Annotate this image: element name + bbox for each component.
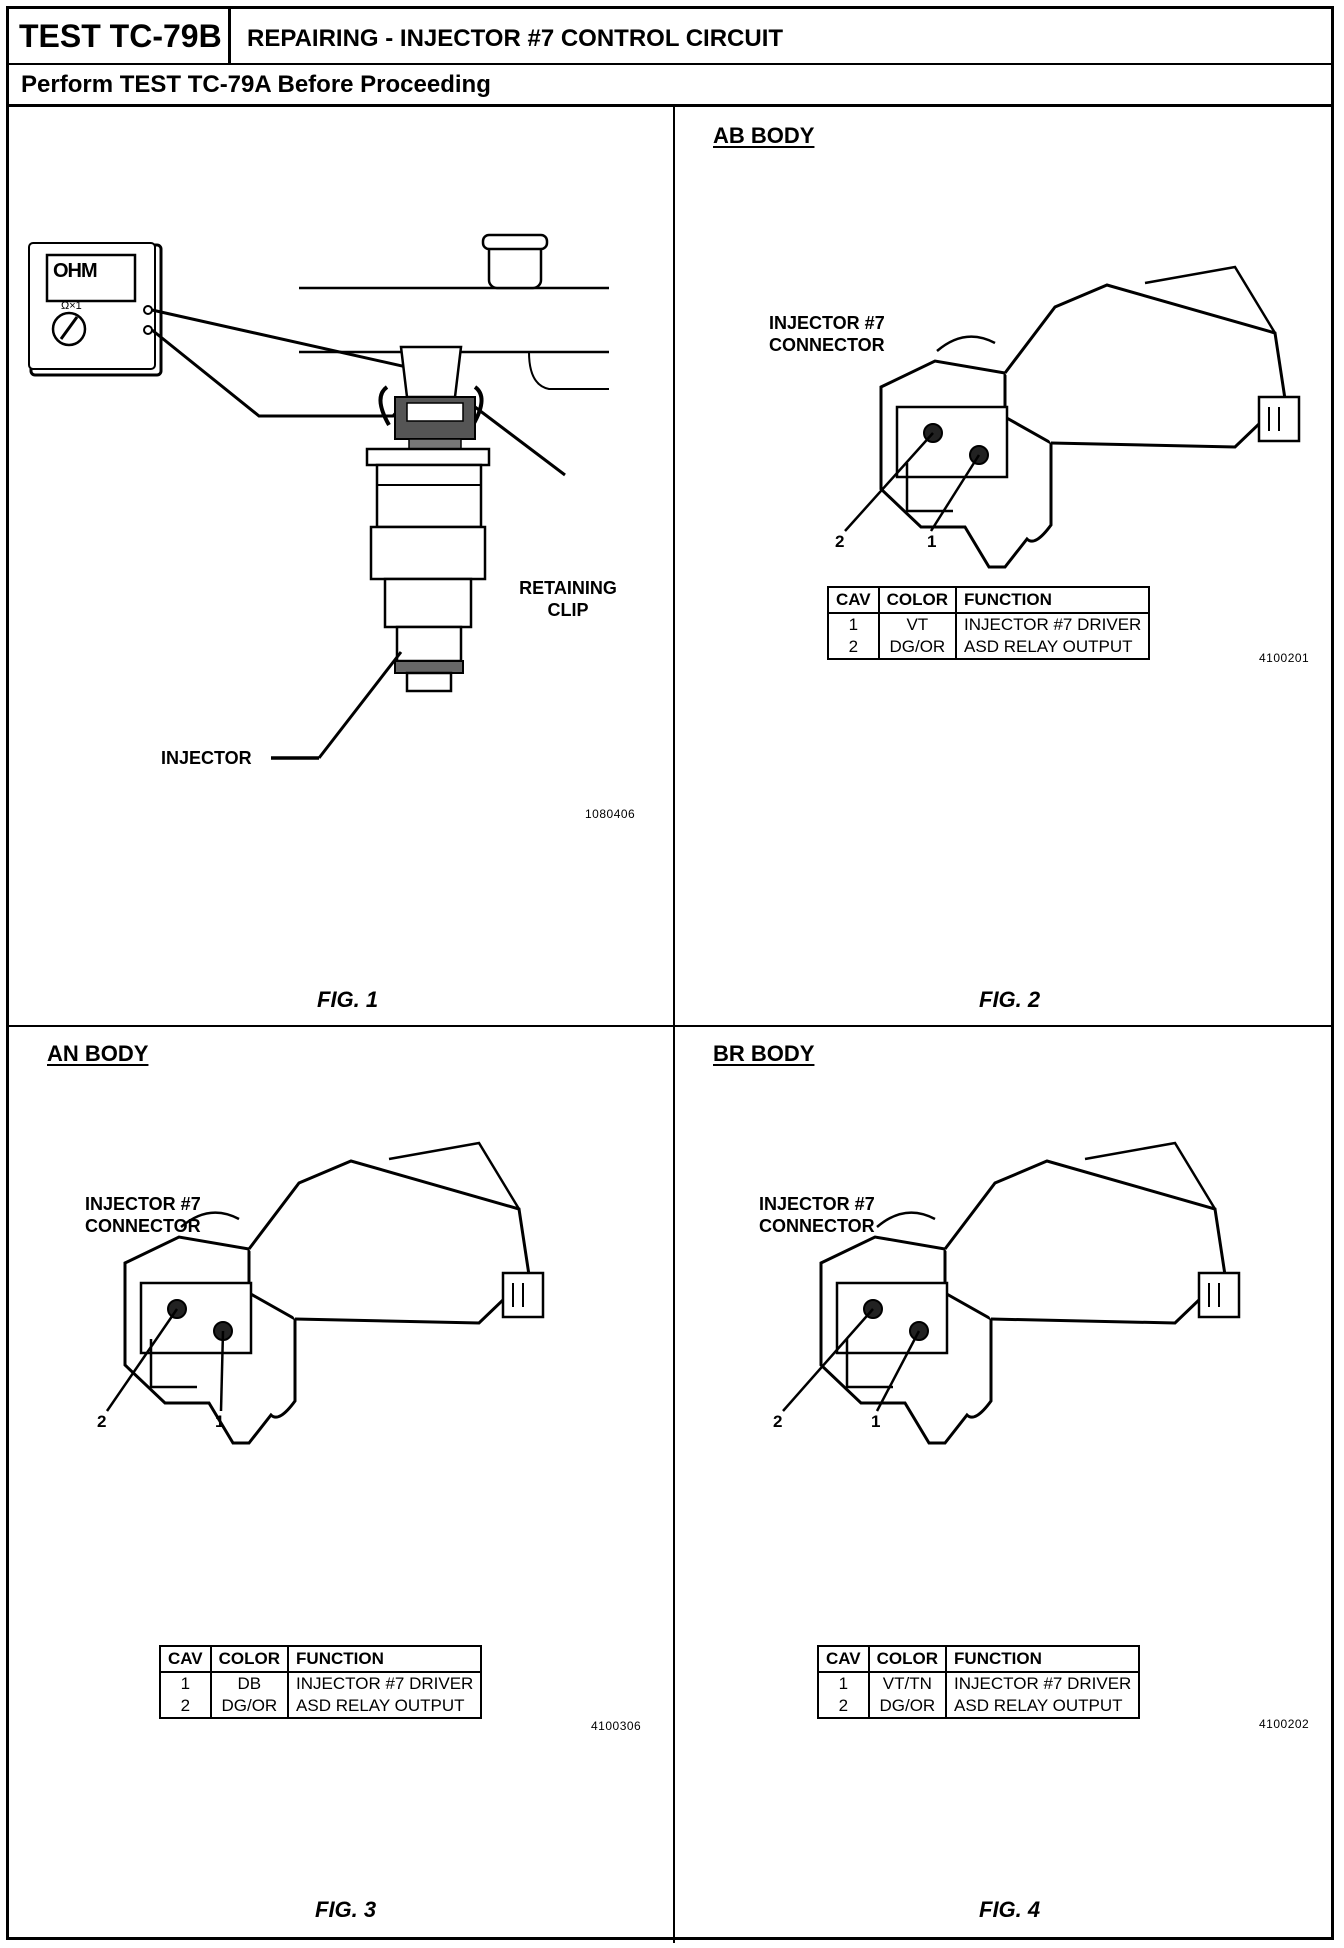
cav-header: CAV: [827, 586, 880, 614]
fig2-part-number: 4100201: [1259, 651, 1310, 665]
connector-shape: [879, 265, 1301, 569]
table-row: 2 DG/OR ASD RELAY OUTPUT: [159, 1695, 483, 1719]
injector-ohmmeter-illustration: [28, 233, 609, 760]
test-id: TEST TC-79B: [9, 9, 231, 63]
page-frame: TEST TC-79B REPAIRING - INJECTOR #7 CONT…: [6, 6, 1337, 1943]
ohmmeter-drawing: [28, 242, 163, 377]
fig3-cavity-table: CAV COLOR FUNCTION 1 DB INJECTOR #7 DRIV…: [159, 1645, 483, 1719]
color-cell: DG/OR: [877, 636, 958, 660]
fig2-pin1-label: 1: [927, 532, 937, 551]
fig4-body-label: BR BODY: [713, 1041, 815, 1066]
cav-cell: 2: [159, 1695, 212, 1719]
test-title: REPAIRING - INJECTOR #7 CONTROL CIRCUIT: [247, 25, 784, 52]
color-cell: DG/OR: [867, 1695, 948, 1719]
horizontal-divider: [9, 1025, 1331, 1027]
fig3-caption: FIG. 3: [315, 1897, 377, 1922]
function-cell: INJECTOR #7 DRIVER: [287, 1672, 483, 1695]
fig2-connector-label: INJECTOR #7 CONNECTOR: [769, 313, 885, 355]
cav-header: CAV: [817, 1645, 870, 1673]
cav-header: CAV: [159, 1645, 212, 1673]
fig4-caption: FIG. 4: [979, 1897, 1041, 1922]
cav-cell: 1: [817, 1672, 870, 1695]
fig2-connector-drawing: [844, 265, 1301, 569]
cav-cell: 1: [827, 613, 880, 636]
fig3-connector-drawing: [105, 1141, 545, 1445]
retaining-clip-label: RETAINING CLIP: [519, 578, 617, 620]
fig3-pin2-label: 2: [97, 1412, 107, 1431]
fig1-panel: OHM Ω×1 RETAINING CLIP INJECTOR 1080406 …: [9, 107, 673, 1025]
table-row: 1 VT/TN INJECTOR #7 DRIVER: [817, 1672, 1141, 1695]
color-header: COLOR: [877, 586, 958, 614]
meter-display: OHM: [53, 260, 98, 282]
cav-cell: 2: [817, 1695, 870, 1719]
fig4-pin1-label: 1: [871, 1412, 881, 1431]
fig4-part-number: 4100202: [1259, 1717, 1310, 1731]
function-cell: ASD RELAY OUTPUT: [945, 1695, 1141, 1719]
function-cell: INJECTOR #7 DRIVER: [945, 1672, 1141, 1695]
fig3-part-number: 4100306: [591, 1719, 642, 1733]
function-header: FUNCTION: [945, 1645, 1141, 1673]
color-cell: DB: [209, 1672, 290, 1695]
function-cell: ASD RELAY OUTPUT: [955, 636, 1151, 660]
fig2-caption: FIG. 2: [979, 987, 1041, 1012]
connector-shape: [123, 1141, 545, 1445]
cav-cell: 2: [827, 636, 880, 660]
fig2-cavity-table: CAV COLOR FUNCTION 1 VT INJECTOR #7 DRIV…: [827, 586, 1151, 660]
fig4-panel: BR BODY INJECTOR #7 CONNECTOR 2 1: [675, 1027, 1337, 1943]
fig4-connector-label: INJECTOR #7 CONNECTOR: [759, 1194, 875, 1236]
function-cell: ASD RELAY OUTPUT: [287, 1695, 483, 1719]
table-row: 2 DG/OR ASD RELAY OUTPUT: [817, 1695, 1141, 1719]
color-header: COLOR: [867, 1645, 948, 1673]
prerequisite-note: Perform TEST TC-79A Before Proceeding: [9, 65, 1331, 107]
fig3-connector-label: INJECTOR #7 CONNECTOR: [85, 1194, 201, 1236]
fig2-pin2-label: 2: [835, 532, 845, 551]
fig4-pin2-label: 2: [773, 1412, 783, 1431]
color-cell: DG/OR: [209, 1695, 290, 1719]
fig3-body-label: AN BODY: [47, 1041, 149, 1066]
fig2-body-label: AB BODY: [713, 123, 815, 148]
color-header: COLOR: [209, 1645, 290, 1673]
table-row: 1 VT INJECTOR #7 DRIVER: [827, 613, 1151, 636]
fig2-panel: AB BODY INJECTOR #7 CONNECTOR 2 1: [675, 107, 1337, 1025]
injector-label: INJECTOR: [161, 748, 252, 768]
header-bar: TEST TC-79B REPAIRING - INJECTOR #7 CONT…: [9, 9, 1331, 65]
table-row: 1 DB INJECTOR #7 DRIVER: [159, 1672, 483, 1695]
meter-range-label: Ω×1: [61, 300, 82, 312]
function-header: FUNCTION: [955, 586, 1151, 614]
fig4-connector-drawing: [782, 1141, 1241, 1445]
fig1-part-number: 1080406: [585, 807, 636, 821]
cav-cell: 1: [159, 1672, 212, 1695]
connector-shape: [819, 1141, 1241, 1445]
fig1-caption: FIG. 1: [317, 987, 379, 1012]
color-cell: VT/TN: [867, 1672, 948, 1695]
function-cell: INJECTOR #7 DRIVER: [955, 613, 1151, 636]
fig3-panel: AN BODY INJECTOR #7 CONNECTOR 2 1: [9, 1027, 673, 1943]
fig3-pin1-label: 1: [215, 1412, 225, 1431]
table-row: 2 DG/OR ASD RELAY OUTPUT: [827, 636, 1151, 660]
color-cell: VT: [877, 613, 958, 636]
function-header: FUNCTION: [287, 1645, 483, 1673]
fig4-cavity-table: CAV COLOR FUNCTION 1 VT/TN INJECTOR #7 D…: [817, 1645, 1141, 1719]
